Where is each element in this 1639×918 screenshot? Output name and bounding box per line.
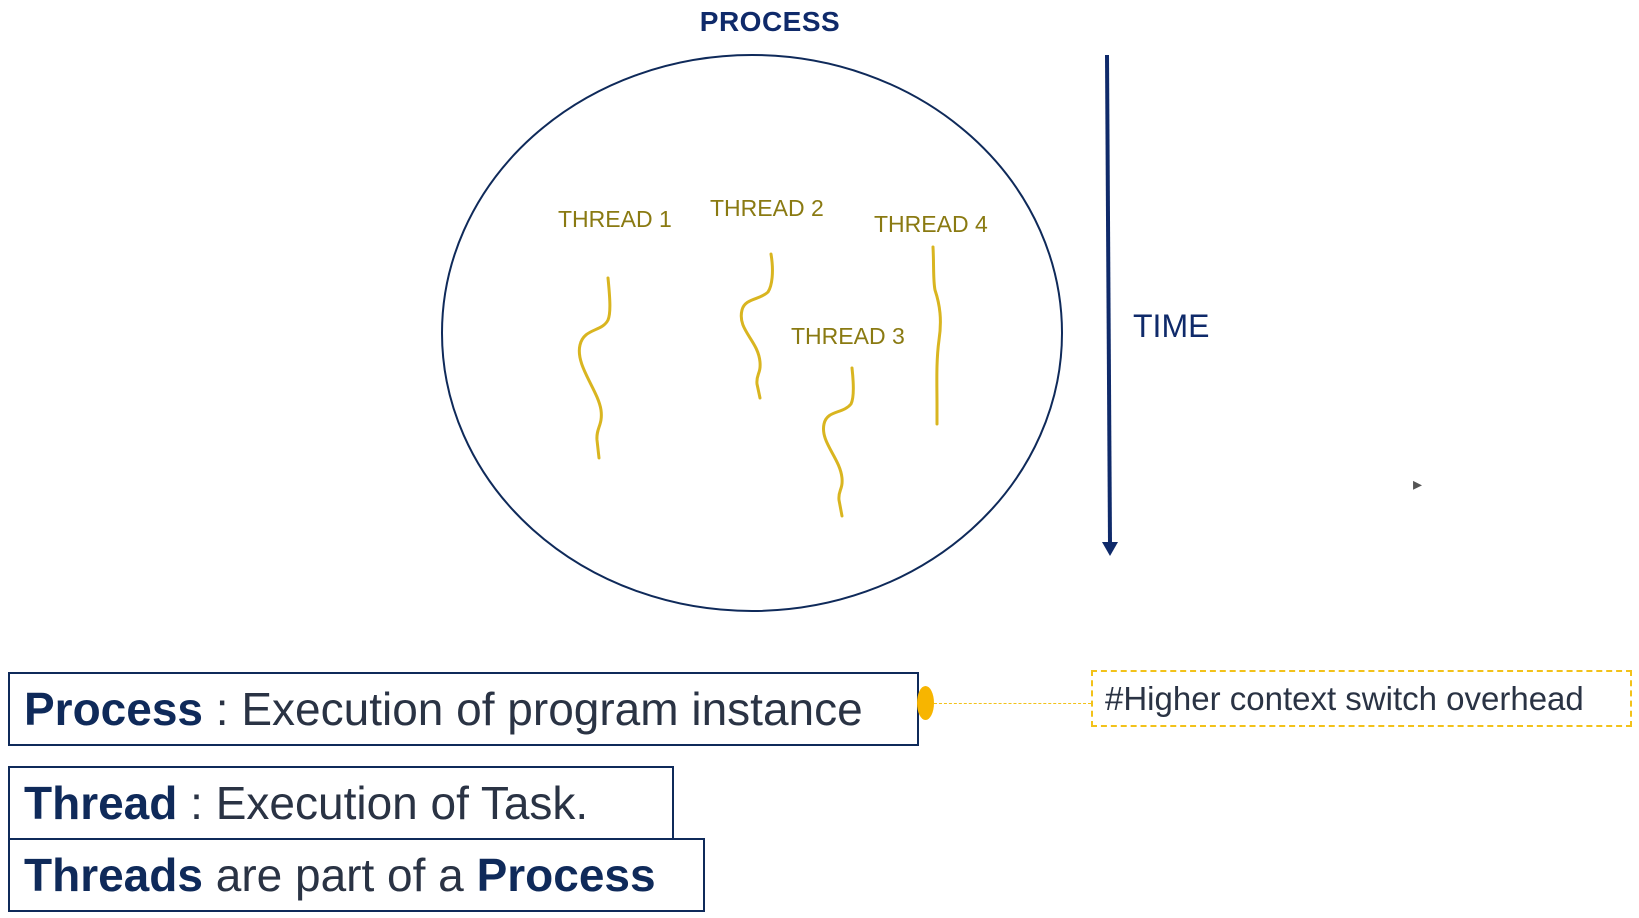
time-label: TIME [1133, 308, 1210, 344]
note-connector [934, 703, 1091, 704]
thread-2-line [739, 252, 774, 400]
relation-process: Process [476, 849, 656, 901]
relation-box: Threads are part of a Process [8, 838, 705, 912]
bullet-dot [917, 686, 934, 720]
thread-definition-line: Thread : Execution of Task. [24, 780, 588, 826]
thread-definition-box: Thread : Execution of Task. [8, 766, 674, 840]
relation-threads: Threads [24, 849, 203, 901]
process-circle [441, 54, 1063, 612]
relation-middle: are part of a [202, 849, 477, 901]
thread-4-line [931, 245, 942, 426]
process-title: PROCESS [699, 6, 841, 37]
context-switch-note: #Higher context switch overhead [1091, 670, 1632, 727]
relation-line: Threads are part of a Process [24, 852, 656, 898]
process-definition-box: Process : Execution of program instance [8, 672, 919, 746]
thread-definition-text: : Execution of Task. [177, 777, 589, 829]
cursor-pointer-icon: ▸ [1413, 474, 1423, 494]
thread-3-line [822, 366, 855, 518]
process-definition-text: : Execution of program instance [203, 683, 863, 735]
thread-2-label: THREAD 2 [710, 195, 824, 221]
process-term: Process [24, 683, 204, 735]
thread-term: Thread [24, 777, 178, 829]
thread-1-line [577, 276, 612, 460]
thread-3-label: THREAD 3 [791, 323, 905, 349]
time-arrow-shaft [1105, 54, 1112, 546]
thread-4-label: THREAD 4 [874, 211, 988, 237]
thread-1-label: THREAD 1 [558, 206, 672, 232]
process-definition-line: Process : Execution of program instance [24, 686, 863, 732]
time-arrow-head [1102, 542, 1118, 556]
